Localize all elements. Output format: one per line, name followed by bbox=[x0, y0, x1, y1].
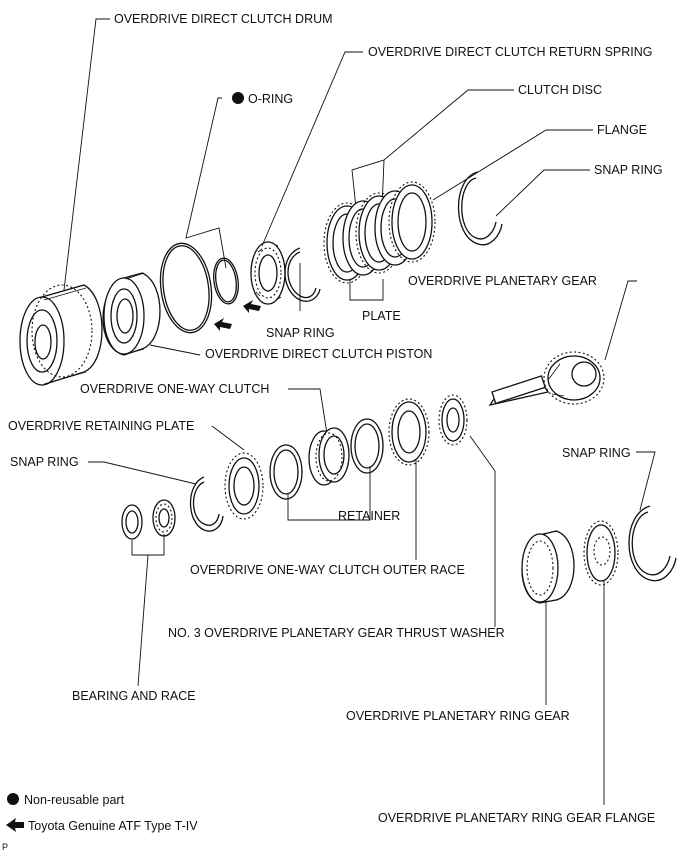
o-ring-large bbox=[159, 242, 213, 334]
bearing-race bbox=[121, 499, 176, 540]
label-retainer: RETAINER bbox=[338, 509, 400, 523]
atf-arrow-icon bbox=[243, 300, 261, 313]
snap-ring-left bbox=[190, 476, 224, 532]
leader-lines bbox=[63, 18, 656, 805]
label-snap-ring-right: SNAP RING bbox=[562, 446, 631, 460]
snap-ring-mid bbox=[284, 247, 321, 302]
corner-mark: P bbox=[2, 842, 8, 852]
atf-arrow-icon bbox=[214, 318, 232, 331]
label-ring-gear-flange: OVERDRIVE PLANETARY RING GEAR FLANGE bbox=[378, 811, 655, 825]
o-ring-small bbox=[213, 257, 239, 305]
legend: Non-reusable part Toyota Genuine ATF Typ… bbox=[2, 793, 198, 852]
label-snap-ring-left: SNAP RING bbox=[10, 455, 79, 469]
legend-atf: Toyota Genuine ATF Type T-IV bbox=[28, 819, 198, 833]
thrust-washer bbox=[438, 394, 468, 446]
one-way-clutch bbox=[308, 427, 350, 486]
label-snap-ring-mid: SNAP RING bbox=[266, 326, 335, 340]
clutch-piston bbox=[102, 272, 161, 356]
label-piston: OVERDRIVE DIRECT CLUTCH PISTON bbox=[205, 347, 432, 361]
label-bearing-race: BEARING AND RACE bbox=[72, 689, 196, 703]
label-thrust-washer: NO. 3 OVERDRIVE PLANETARY GEAR THRUST WA… bbox=[168, 626, 505, 640]
label-plate: PLATE bbox=[362, 309, 401, 323]
non-reusable-icon bbox=[232, 92, 244, 104]
label-return-spring: OVERDRIVE DIRECT CLUTCH RETURN SPRING bbox=[368, 45, 653, 59]
label-o-ring: O-RING bbox=[248, 92, 293, 106]
ring-gear-flange bbox=[583, 520, 619, 586]
legend-non-reusable: Non-reusable part bbox=[24, 793, 125, 807]
clutch-drum bbox=[19, 284, 103, 386]
atf-arrow-icon bbox=[6, 818, 24, 832]
label-planetary-gear: OVERDRIVE PLANETARY GEAR bbox=[408, 274, 597, 288]
label-one-way-clutch: OVERDRIVE ONE-WAY CLUTCH bbox=[80, 382, 269, 396]
label-outer-race: OVERDRIVE ONE-WAY CLUTCH OUTER RACE bbox=[190, 563, 465, 577]
one-way-clutch-outer-race bbox=[388, 398, 430, 466]
snap-ring-top-right bbox=[458, 171, 503, 246]
label-drum: OVERDRIVE DIRECT CLUTCH DRUM bbox=[114, 12, 333, 26]
retaining-plate bbox=[224, 452, 264, 520]
label-retaining-plate: OVERDRIVE RETAINING PLATE bbox=[8, 419, 194, 433]
label-flange: FLANGE bbox=[597, 123, 647, 137]
planetary-gear bbox=[488, 351, 605, 406]
planetary-ring-gear bbox=[521, 530, 575, 604]
return-spring bbox=[250, 241, 286, 305]
retainer-left bbox=[269, 444, 303, 500]
retainer-right bbox=[350, 418, 384, 474]
clutch-disc-pack bbox=[323, 181, 436, 284]
label-clutch-disc: CLUTCH DISC bbox=[518, 83, 602, 97]
non-reusable-icon bbox=[7, 793, 19, 805]
part-labels: OVERDRIVE DIRECT CLUTCH DRUM OVERDRIVE D… bbox=[8, 12, 663, 825]
label-snap-ring-top-right: SNAP RING bbox=[594, 163, 663, 177]
snap-ring-right bbox=[628, 505, 677, 582]
label-ring-gear: OVERDRIVE PLANETARY RING GEAR bbox=[346, 709, 570, 723]
